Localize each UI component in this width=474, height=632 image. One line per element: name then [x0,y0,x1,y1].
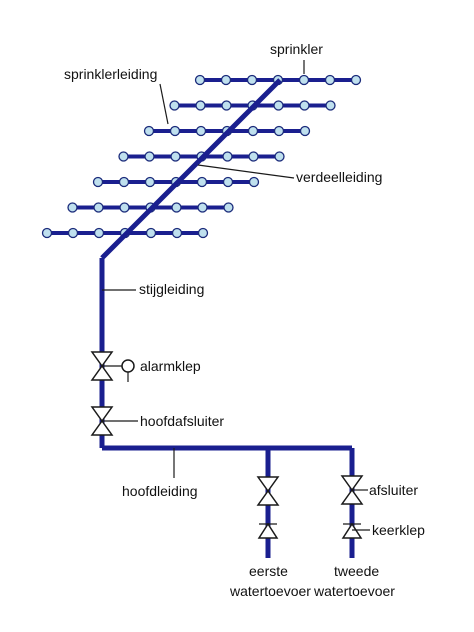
sprinkler-head-icon [169,100,180,111]
sprinkler-head-icon [143,125,155,137]
sprinkler-head-icon [119,202,130,213]
sprinkler-head-icon [196,176,208,188]
label-sprinklerleiding: sprinklerleiding [64,66,157,82]
sprinkler-head-icon [145,227,157,239]
label-first-supply-line2: watertoevoer [229,583,311,599]
sprinkler-head-icon [118,151,129,162]
sprinkler-head-icon [223,202,234,213]
label-second-supply-line2: watertoevoer [313,583,395,599]
sprinkler-head-icon [118,176,130,188]
sprinkler-head-icon [41,227,53,239]
sprinkler-head-icon [169,125,181,137]
sprinkler-head-icon [195,125,207,137]
sprinkler-head-icon [67,227,79,239]
sprinkler-head-icon [246,74,258,86]
sprinkler-head-icon [324,74,336,86]
sprinkler-head-icon [273,100,284,111]
second-supply-check-valve-icon [341,522,363,539]
distribution-pipe [100,78,282,260]
sprinkler-head-icon [299,100,310,111]
sprinkler-head-icon [144,176,156,188]
sprinkler-head-icon [350,74,362,86]
sprinkler-head-icon [171,202,182,213]
label-afsluiter: afsluiter [369,482,418,498]
sprinkler-head-icon [299,125,311,137]
label-keerklep: keerklep [372,522,425,538]
sprinkler-head-icon [194,74,206,86]
sprinkler-head-icon [248,151,259,162]
sprinkler-head-icon [222,176,234,188]
sprinklerleiding-leader [159,83,169,125]
sprinkler-head-icon [171,227,183,239]
label-second-supply-line1: tweede [334,563,379,579]
sprinkler-head-icon [67,202,78,213]
sprinkler-head-icon [170,151,181,162]
label-sprinkler: sprinkler [270,41,323,57]
label-stijgleiding: stijgleiding [139,281,204,297]
sprinkler-head-icon [274,151,285,162]
verdeelleiding-leader [197,164,295,179]
label-verdeelleiding: verdeelleiding [296,169,382,185]
sprinkler-head-icon [273,125,285,137]
label-hoofdleiding: hoofdleiding [122,483,198,499]
second-supply-valve-icon [340,475,364,505]
main-shutoff-valve-icon [90,406,114,436]
sprinkler-head-icon [248,176,260,188]
sprinkler-head-icon [197,202,208,213]
sprinkler-head-icon [221,100,232,111]
sprinkler-head-icon [144,151,155,162]
first-supply-check-valve-icon [257,522,279,539]
sprinkler-head-icon [220,74,232,86]
label-first-supply-line1: eerste [249,563,288,579]
alarm-valve-icon [90,351,135,382]
sprinkler-head-icon [195,100,206,111]
sprinkler-head-icon [92,176,104,188]
sprinkler-head-icon [298,74,310,86]
label-hoofdafsluiter: hoofdafsluiter [140,413,224,429]
sprinkler-head-icon [197,227,209,239]
sprinkler-head-icon [325,100,336,111]
sprinkler-head-icon [93,202,104,213]
sprinkler-head-icon [222,151,233,162]
label-alarmklep: alarmklep [140,358,201,374]
sprinkler-head-icon [93,227,105,239]
sprinkler-head-icon [247,125,259,137]
first-supply-valve-icon [256,476,280,506]
